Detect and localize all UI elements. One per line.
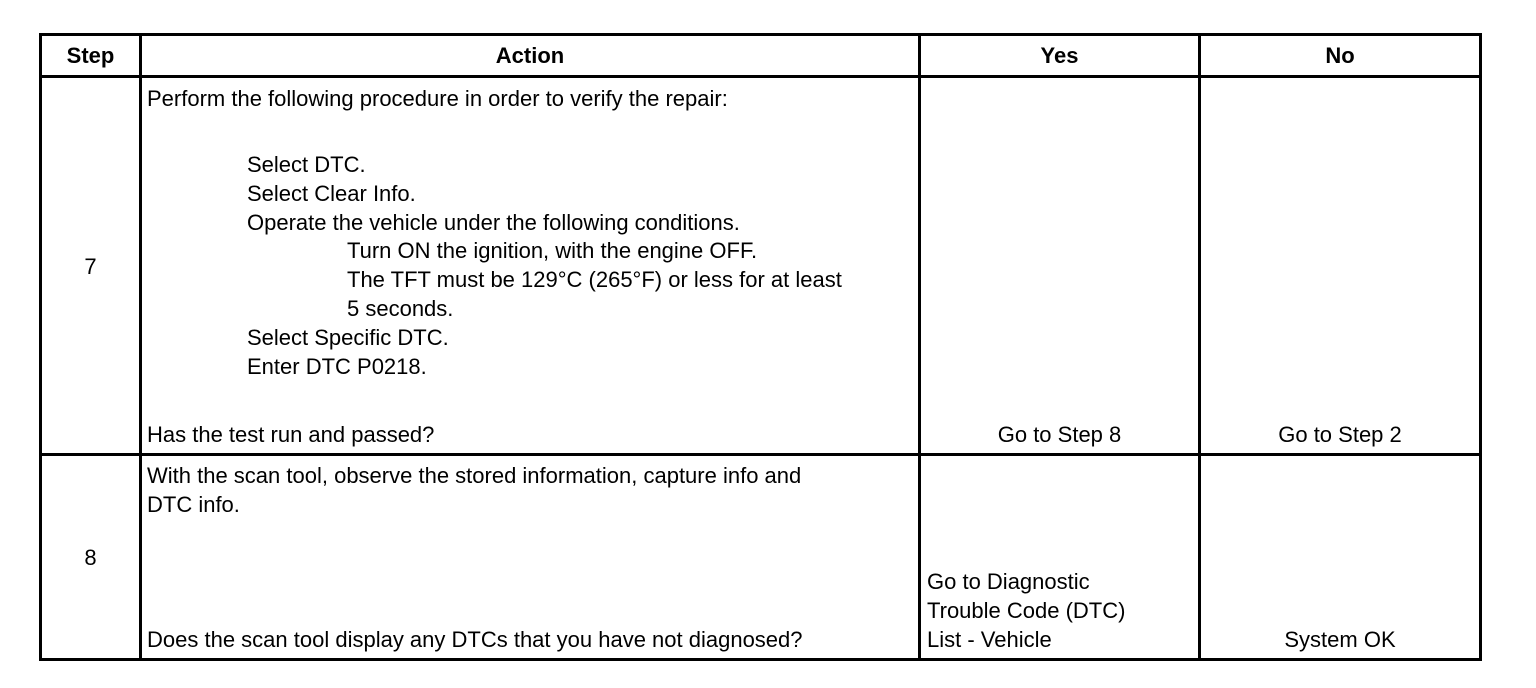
yes-result: Trouble Code (DTC) xyxy=(927,598,1126,623)
action-item: Select DTC. xyxy=(247,152,366,177)
action-intro: Perform the following procedure in order… xyxy=(147,86,728,111)
action-question: Has the test run and passed? xyxy=(147,422,435,447)
action-intro: With the scan tool, observe the stored i… xyxy=(147,463,802,488)
column-divider xyxy=(139,36,142,658)
no-result: System OK xyxy=(1284,627,1396,652)
action-subitem: 5 seconds. xyxy=(347,296,454,321)
row-divider xyxy=(42,75,1479,78)
yes-result: List - Vehicle xyxy=(927,627,1052,652)
step-number: 7 xyxy=(84,254,97,279)
action-subitem: The TFT must be 129°C (265°F) or less fo… xyxy=(347,267,842,292)
header-action: Action xyxy=(495,43,565,68)
yes-result: Go to Diagnostic xyxy=(927,569,1090,594)
action-intro: DTC info. xyxy=(147,492,240,517)
yes-result: Go to Step 8 xyxy=(997,422,1122,447)
diagnostic-table: Step Action Yes No 7 Perform the followi… xyxy=(39,33,1482,661)
action-question: Does the scan tool display any DTCs that… xyxy=(147,627,803,652)
no-result: Go to Step 2 xyxy=(1278,422,1402,447)
action-item: Enter DTC P0218. xyxy=(247,354,427,379)
column-divider xyxy=(1198,36,1201,658)
action-item: Operate the vehicle under the following … xyxy=(247,210,740,235)
header-yes: Yes xyxy=(1040,43,1079,68)
step-number: 8 xyxy=(84,545,97,570)
header-no: No xyxy=(1325,43,1355,68)
header-step: Step xyxy=(66,43,115,68)
row-divider xyxy=(42,453,1479,456)
action-subitem: Turn ON the ignition, with the engine OF… xyxy=(347,238,758,263)
column-divider xyxy=(918,36,921,658)
action-item: Select Clear Info. xyxy=(247,181,416,206)
action-item: Select Specific DTC. xyxy=(247,325,449,350)
